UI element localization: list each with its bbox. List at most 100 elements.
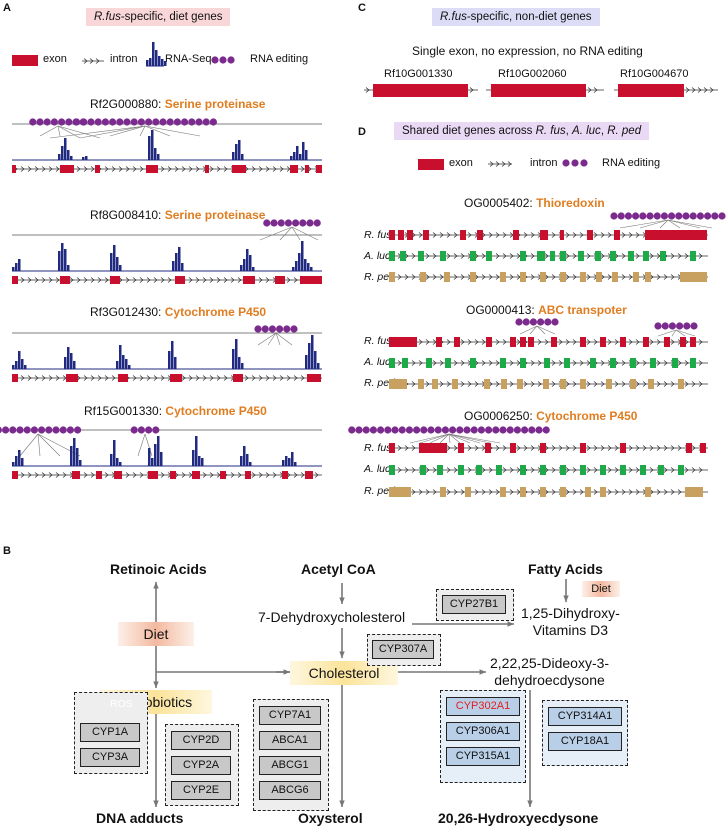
- og2-aluc-intron-chevron: [418, 360, 423, 366]
- og2-rfus-intron-chevron: [558, 339, 563, 345]
- gene-a2-exon: [12, 276, 18, 284]
- gene-a3-edit-dot: [276, 325, 284, 333]
- og2-rped-intron-chevron: [439, 381, 444, 387]
- gene-a4-rnaseq-bar: [79, 460, 82, 466]
- og2-rfus-exon: [580, 337, 586, 347]
- gene-a4-intron-chevron: [160, 472, 165, 478]
- og2-rfus-edit-dot: [668, 322, 677, 330]
- og2-rfus-exon: [620, 337, 626, 347]
- og3-rfus-intron-chevron: [502, 445, 507, 451]
- gene-a2-intron-chevron: [160, 277, 165, 283]
- rnaseq-legend-label: RNA-Seq: [165, 53, 212, 65]
- og1-aluc-intron-chevron: [509, 253, 514, 259]
- og3-rfus-edit-line: [419, 433, 450, 444]
- gene-a2-intron-chevron: [293, 277, 298, 283]
- og2-rfus-intron-chevron: [474, 339, 479, 345]
- gene-a1-edit-dot: [159, 118, 167, 126]
- og2-rped-exon: [648, 379, 654, 389]
- gene-a3-rnaseq-bar: [122, 355, 125, 369]
- og2-rfus-edit-line: [657, 329, 677, 337]
- gene-a3-edit-line: [257, 332, 277, 346]
- gene-a3-exon: [170, 374, 182, 382]
- gene-a1-edit-line: [57, 125, 61, 137]
- og3-rped-intron-chevron: [593, 489, 598, 495]
- gene-a2-rnaseq-bar: [64, 249, 67, 271]
- og3-rped-intron-chevron: [621, 489, 626, 495]
- og2-rped-intron-chevron: [600, 381, 605, 387]
- gene-a3-exon: [307, 374, 321, 382]
- og1-rfus-edit-line: [659, 219, 669, 229]
- exon-legend-label: exon: [43, 53, 67, 65]
- og2-rped-intron-chevron: [663, 381, 668, 387]
- intron-legend-chevron: [89, 58, 94, 64]
- og3-rped-intron-chevron: [565, 489, 570, 495]
- og1-aluc-intron-chevron: [495, 253, 500, 259]
- gene-a4-intron-chevron: [272, 472, 277, 478]
- og2-rped-intron-chevron: [621, 381, 626, 387]
- gene-c2-intron-chevron: [587, 87, 592, 93]
- og2-name: OG0000413: ABC transpoter: [466, 303, 627, 317]
- og2-rped-intron-chevron: [467, 381, 472, 387]
- og2-rped-intron-chevron: [523, 381, 528, 387]
- gene-a4-intron-chevron: [237, 472, 242, 478]
- gene-a2-rnaseq-bar: [12, 267, 15, 271]
- og3-rfus-edit-dot: [456, 426, 464, 434]
- og3-rfus-intron-chevron: [691, 445, 696, 451]
- gene-a1-intron-chevron: [258, 166, 263, 172]
- gene-a4-intron-chevron: [265, 472, 270, 478]
- og1-rped-intron-chevron: [656, 274, 661, 280]
- og1-rped-exon: [520, 272, 526, 282]
- og1-rfus-edit-dot: [704, 212, 712, 220]
- gene-a1-intron-chevron: [223, 166, 228, 172]
- og3-rfus-intron-chevron: [516, 445, 521, 451]
- og2-aluc-exon: [690, 358, 696, 368]
- gene-a1-rnaseq-bar: [61, 146, 64, 160]
- og3-rfus-edit-line: [448, 433, 501, 444]
- og2-rped-intron-chevron: [593, 381, 598, 387]
- gene-a4-exon: [148, 471, 158, 479]
- og2-rped-intron-chevron: [565, 381, 570, 387]
- og2-aluc-exon: [470, 358, 476, 368]
- og1-aluc-exon: [595, 251, 601, 261]
- og3-aluc-intron-chevron: [404, 467, 409, 473]
- gene-a2-rnaseq-bar: [307, 263, 310, 271]
- gene-a2-intron-chevron: [97, 277, 102, 283]
- gene-a1-rnaseq-bar: [302, 142, 305, 160]
- gene-a2-intron-chevron: [202, 277, 207, 283]
- og3-rfus-edit-dot: [506, 426, 514, 434]
- og2-rfus-edit-dot: [515, 318, 523, 326]
- gene-a3-rnaseq-bar: [314, 351, 317, 369]
- gene-a2-edit-dot: [313, 219, 321, 227]
- og3-rfus-edit-dot: [348, 426, 356, 434]
- gene-c1-name: Rf10G001330: [384, 68, 453, 80]
- og1-aluc-exon: [486, 251, 492, 261]
- og1-name: OG0005402: Thioredoxin: [464, 196, 605, 210]
- og1-rfus-exon: [477, 230, 483, 240]
- og2-rped-exon: [678, 379, 684, 389]
- gene-a1-exon: [205, 165, 209, 173]
- og1-rped-intron-chevron: [411, 274, 416, 280]
- gene-a1-rnaseq-bar: [148, 136, 151, 160]
- og2-aluc-intron-chevron: [635, 360, 640, 366]
- gene-a1-exon: [95, 165, 100, 173]
- og3-rfus-intron-chevron: [495, 445, 500, 451]
- og1-aluc-exon: [520, 251, 526, 261]
- og1-rfus-intron-chevron: [467, 232, 472, 238]
- og3-rped-exon: [389, 487, 411, 497]
- gene-a1-rnaseq-bar: [58, 154, 61, 160]
- og2-rfus-exon: [436, 337, 442, 347]
- og2-rped-exon: [418, 379, 424, 389]
- gene-a3-edit-dot: [268, 325, 276, 333]
- og1-rped-intron-chevron: [404, 274, 409, 280]
- og3-rfus-edit-dot: [369, 426, 377, 434]
- gene-a4-intron-chevron: [139, 472, 144, 478]
- og1-aluc-intron-chevron: [425, 253, 430, 259]
- og2-rfus-exon: [643, 337, 649, 347]
- enzyme-cyp2d: CYP2D: [171, 731, 231, 750]
- og3-rfus-edit-dot: [355, 426, 363, 434]
- gene-a1-edit-line: [39, 125, 59, 137]
- og3-aluc-intron-chevron: [530, 467, 535, 473]
- og2-rped-intron-chevron: [642, 381, 647, 387]
- og1-aluc-intron-chevron: [446, 253, 451, 259]
- gene-a1-rnaseq-bar: [82, 157, 85, 160]
